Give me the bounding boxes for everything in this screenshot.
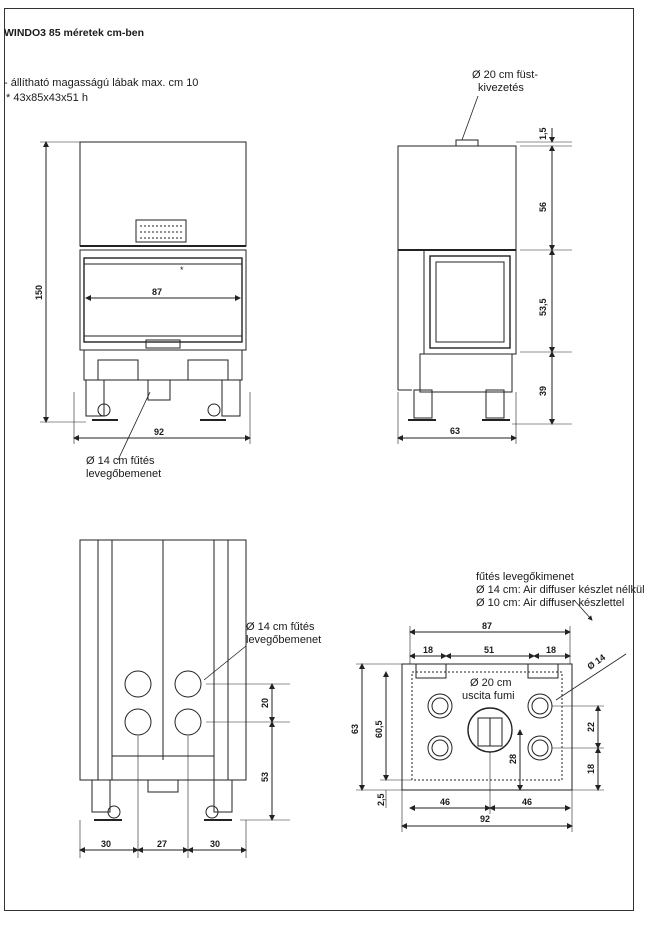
- front-glass-star: *: [180, 265, 184, 275]
- front-inlet-label-1: Ø 14 cm fűtés: [86, 455, 155, 467]
- drawing-frame: [4, 8, 634, 911]
- dim-side-39-label: 39: [538, 386, 548, 396]
- dim-rear-53-label: 53: [260, 772, 270, 782]
- rear-inlet-top-right: [174, 670, 202, 698]
- dim-rear-20-label: 20: [260, 698, 270, 708]
- front-leg-left: [85, 379, 105, 417]
- rear-leg-right: [213, 779, 233, 813]
- rear-inlet-label-1: Ø 14 cm fűtés: [246, 621, 315, 633]
- dim-front-87-label: 87: [152, 287, 162, 297]
- dim-front-92-label: 92: [154, 427, 164, 437]
- top-flue-label-2: uscita fumi: [462, 690, 515, 702]
- rear-inlet-label-2: levegőbemenet: [246, 634, 321, 646]
- leader-side-flue: [461, 95, 479, 141]
- leader-top-outlet: [555, 653, 627, 701]
- top-outlet-label-2: Ø 14 cm: Air diffuser készlet nélkül: [476, 584, 645, 596]
- dim-rear-30-right-label: 30: [210, 839, 220, 849]
- front-view: [40, 141, 251, 461]
- leader-top-outlet-label: [573, 599, 593, 621]
- dim-top-63-label: 63: [350, 724, 360, 734]
- front-hood: [79, 141, 247, 247]
- dim-rear-30-left-label: 30: [101, 839, 111, 849]
- dim-top-51-label: 51: [484, 645, 494, 655]
- front-handle: [145, 339, 181, 349]
- dim-top-28-label: 28: [508, 754, 518, 764]
- dim-top-46-left-label: 46: [440, 797, 450, 807]
- leader-rear-inlet: [203, 645, 247, 681]
- rear-inlet-top-left: [124, 670, 152, 698]
- dim-top-60-5-label: 60,5: [374, 720, 384, 738]
- dim-top-18-left-label: 18: [423, 645, 433, 655]
- front-inlet-label-2: levegőbemenet: [86, 468, 161, 480]
- dim-top-18-v-label: 18: [586, 764, 596, 774]
- front-grill: [135, 219, 187, 243]
- top-view: [356, 599, 627, 832]
- dim-side-56-label: 56: [538, 202, 548, 212]
- side-leg-right: [485, 389, 505, 419]
- side-hood: [397, 145, 517, 251]
- front-leg-right: [221, 379, 241, 417]
- dim-top-18-right-label: 18: [546, 645, 556, 655]
- rear-leg-left: [91, 779, 111, 813]
- dim-side-1-5-label: 1,5: [538, 127, 548, 140]
- side-leg-left: [413, 389, 433, 419]
- rear-view: [79, 539, 290, 858]
- dim-rear-27-label: 27: [157, 839, 167, 849]
- front-foot-left: [97, 403, 111, 417]
- dim-top-92-label: 92: [480, 814, 490, 824]
- side-flue-collar: [455, 139, 479, 147]
- front-foot-right: [207, 403, 221, 417]
- side-glass: [429, 255, 511, 349]
- note-adjustable-feet: - állítható magasságú lábak max. cm 10: [4, 77, 199, 89]
- top-flue-label-1: Ø 20 cm: [470, 677, 512, 689]
- rear-inlet-bottom-right: [174, 708, 202, 736]
- rear-inlet-bottom-left: [124, 708, 152, 736]
- top-outlet-top-left: [427, 693, 453, 719]
- top-outlet-label-3: Ø 10 cm: Air diffuser készlettel: [476, 597, 624, 609]
- dim-side-63-label: 63: [450, 426, 460, 436]
- dim-top-22-label: 22: [586, 722, 596, 732]
- dim-top-46-right-label: 46: [522, 797, 532, 807]
- dim-top-2-5-label: 2,5: [376, 793, 386, 806]
- front-body: [79, 249, 247, 351]
- note-glass-size: * 43x85x43x51 h: [6, 92, 88, 104]
- leader-front-inlet: [117, 391, 151, 461]
- drawing-title: WINDO3 85 méretek cm-ben: [4, 27, 145, 39]
- side-body: [423, 249, 517, 355]
- side-view: [397, 95, 572, 444]
- side-flue-label-1: Ø 20 cm füst-: [472, 69, 538, 81]
- top-outer: [401, 663, 573, 791]
- top-outlet-bottom-left: [427, 735, 453, 761]
- top-outlet-label-1: fűtés levegőkimenet: [476, 571, 574, 583]
- dim-top-87-label: 87: [482, 621, 492, 631]
- front-glass: [83, 257, 243, 343]
- dim-side-53-5-label: 53,5: [538, 298, 548, 316]
- dim-front-150-label: 150: [34, 285, 44, 300]
- side-flue-label-2: kivezetés: [478, 82, 524, 94]
